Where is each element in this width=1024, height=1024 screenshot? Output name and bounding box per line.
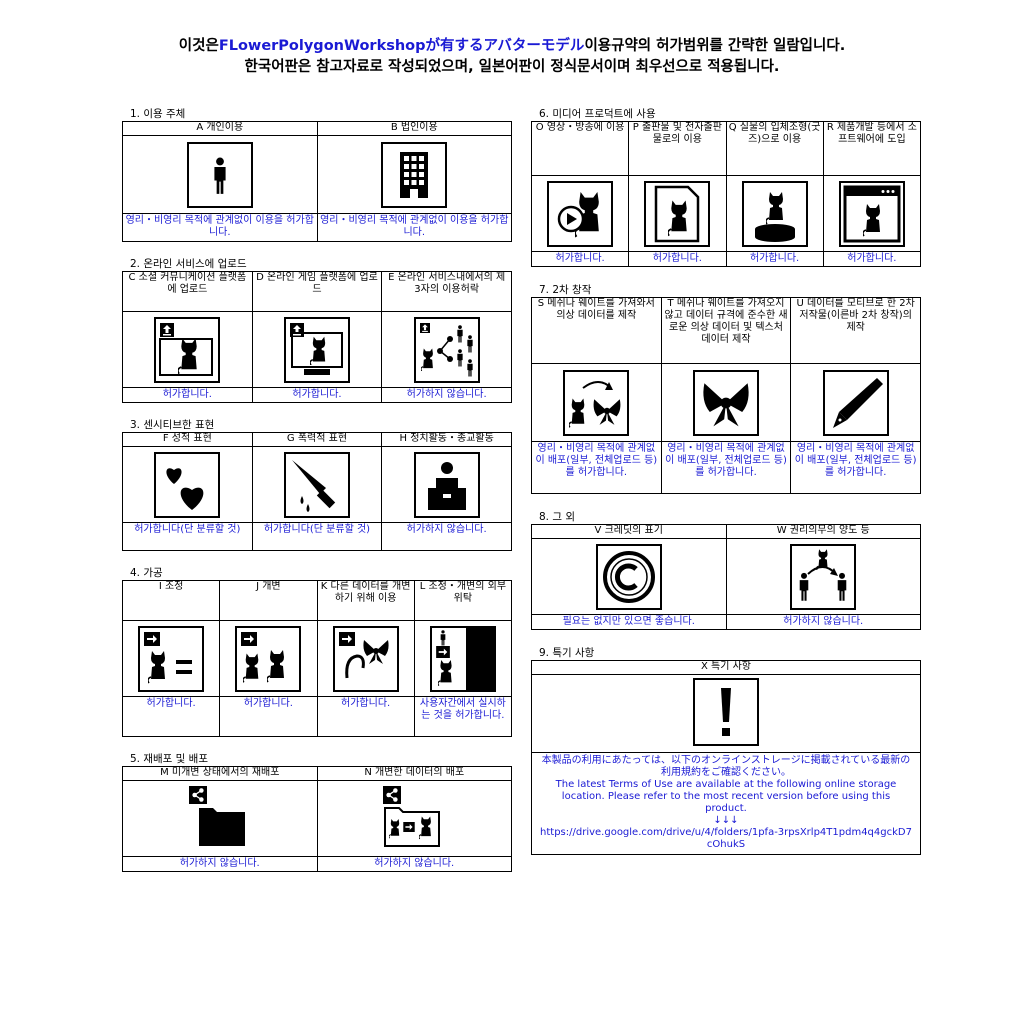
page-header: 이것은FLowerPolygonWorkshopが有するアバターモデル이용규약의… [0, 36, 1024, 78]
section-table-6: O 영상・방송에 이용 P 출판물 및 전자출판물로의 이용 Q 실물의 입체조… [530, 121, 922, 267]
item-head-q: Q 실물의 입체조형(굿즈)으로 이용 [725, 121, 824, 176]
exclamation-icon [693, 677, 759, 746]
section-title-1: 1. 이용 주체 [130, 108, 186, 120]
section-title-7: 7. 2차 창작 [539, 284, 592, 296]
item-foot-j: 허가합니다. [219, 696, 318, 737]
header-line-1: 이것은FLowerPolygonWorkshopが有するアバターモデル이용규약의… [178, 38, 846, 54]
building-icon [381, 141, 448, 208]
item-head-a: A 개인이용 [122, 121, 318, 136]
figure-icon [741, 180, 808, 247]
item-foot-t: 영리・비영리 목적에 관계없이 배포(일부, 전체업로드 등)를 허가합니다. [660, 441, 792, 494]
item-head-k: K 다른 데이터를 개변하기 위해 이용 [316, 580, 415, 621]
item-head-n: N 개변한 데이터의 배포 [316, 766, 512, 781]
section-title-5: 5. 재배포 및 배포 [130, 753, 208, 765]
section-table-3: F 성적 표현 G 폭력적 표현 H 정치활동・종교활동 [122, 432, 512, 551]
item-foot-d: 허가합니다. [251, 387, 383, 403]
item-foot-c: 허가합니다. [122, 387, 253, 403]
item-head-f: F 성적 표현 [122, 432, 253, 447]
notice-english: The latest Terms of Use are available at… [555, 779, 897, 814]
pen-icon [822, 369, 889, 436]
section-title-6: 6. 미디어 프로덕트에 사용 [539, 108, 656, 120]
item-foot-i: 허가합니다. [121, 696, 221, 737]
item-foot-m: 허가하지 않습니다. [122, 856, 318, 872]
software-icon [838, 180, 905, 247]
item-head-m: M 미개변 상태에서의 재배포 [122, 766, 318, 781]
item-foot-l: 사용자간에서 실시하는 것을 허가합니다. [413, 696, 513, 737]
section-table-4: I 조정 J 개변 K 다른 데이터를 개변하기 위해 이용 L 조정・개변의 … [121, 580, 513, 737]
item-foot-e: 허가하지 않습니다. [381, 387, 512, 403]
item-foot-b: 영리・비영리 목적에 관계없이 이용을 허가합니다. [316, 213, 512, 242]
section-table-8: V 크레딧의 표기 W 권리의무의 양도 등 [531, 524, 921, 630]
item-foot-w: 허가하지 않습니다. [725, 614, 921, 630]
item-foot-p: 허가합니다. [628, 251, 727, 267]
item-head-x: X 특기 사항 [531, 660, 921, 675]
item-head-p: P 출판물 및 전자출판물로의 이용 [628, 121, 727, 176]
item-foot-k: 허가합니다. [316, 696, 415, 737]
item-head-j: J 개변 [219, 580, 318, 621]
outsource-icon [429, 625, 496, 692]
video-icon [547, 180, 614, 247]
transfer-icon [790, 543, 857, 610]
item-head-i: I 조정 [121, 580, 221, 621]
left-column: 1. 이용 주체 A 개인이용 B 법인이용 [121, 107, 513, 872]
header-line-2: 한국어판은 참고자료로 작성되었으며, 일본어판이 정식문서이며 최우선으로 적… [244, 59, 780, 75]
item-head-s: S 메쉬나 웨이트를 가져와서 의상 데이터를 제작 [531, 297, 662, 364]
copyright-icon [595, 543, 662, 610]
notice-japanese: 本製品の利用にあたっては、以下のオンラインストレージに掲載されている最新の利用規… [541, 755, 911, 778]
costume-icon [692, 369, 759, 436]
item-foot-q: 허가합니다. [725, 251, 824, 267]
item-head-g: G 폭력적 표현 [251, 432, 383, 447]
mesh-icon [563, 369, 630, 436]
brand-name: FLowerPolygonWorkshop [218, 38, 426, 54]
reuse-icon [332, 625, 399, 692]
section-table-5: M 미개변 상태에서의 재배포 N 개변한 데이터의 배포 [122, 766, 512, 872]
item-head-u: U 데이터를 모티브로 한 2차 저작물(이른바 2차 창작)의 제작 [790, 297, 921, 364]
section-title-3: 3. 센시티브한 표현 [130, 419, 215, 431]
item-foot-a: 영리・비영리 목적에 관계없이 이용을 허가합니다. [122, 213, 318, 242]
modify-icon [235, 625, 302, 692]
adjust-icon [138, 625, 205, 692]
section-table-2: C 소셜 커뮤니케이션 플랫폼에 업로드 D 온라인 게임 플랫폼에 업로드 E… [122, 271, 512, 403]
hearts-icon [154, 451, 221, 518]
item-foot-f: 허가합니다(단 분류할 것) [122, 522, 253, 551]
item-head-o: O 영상・방송에 이용 [530, 121, 630, 176]
section-title-9: 9. 특기 사항 [539, 647, 595, 659]
terms-url-link[interactable]: https://drive.google.com/drive/u/4/folde… [540, 827, 912, 850]
upload-social-icon [154, 316, 221, 383]
item-head-h: H 정치활동・종교활동 [381, 432, 512, 447]
share-third-party-icon [413, 316, 480, 383]
item-head-v: V 크레딧의 표기 [531, 524, 727, 539]
item-head-c: C 소셜 커뮤니케이션 플랫폼에 업로드 [122, 271, 253, 312]
section-table-7: S 메쉬나 웨이트를 가져와서 의상 데이터를 제작 T 메쉬나 웨이트를 가져… [531, 297, 921, 494]
item-head-e: E 온라인 서비스내에서의 제 3자의 이용허락 [381, 271, 512, 312]
item-foot-r: 허가합니다. [822, 251, 922, 267]
publication-icon [644, 180, 711, 247]
item-head-w: W 권리의무의 양도 등 [725, 524, 921, 539]
distribute-modified-icon [381, 785, 447, 852]
upload-game-icon [283, 316, 350, 383]
item-head-r: R 제품개발 등에서 소프트웨어에 도입 [822, 121, 922, 176]
item-head-b: B 법인이용 [316, 121, 512, 136]
person-icon [186, 141, 253, 208]
section-title-4: 4. 가공 [130, 567, 163, 579]
knife-icon [283, 451, 350, 518]
item-foot-g: 허가합니다(단 분류할 것) [251, 522, 383, 551]
item-foot-u: 영리・비영리 목적에 관계없이 배포(일부, 전체업로드 등)를 허가합니다. [790, 441, 921, 494]
item-head-d: D 온라인 게임 플랫폼에 업로드 [251, 271, 383, 312]
section-title-2: 2. 온라인 서비스에 업로드 [130, 258, 247, 270]
section-table-9: X 특기 사항 本製品の利用にあたっては、以下のオンラインストレージに掲載されて… [531, 660, 921, 855]
notice-arrows: ↓↓↓ [713, 815, 739, 826]
item-foot-s: 영리・비영리 목적에 관계없이 배포(일부, 전체업로드 등)를 허가합니다. [531, 441, 662, 494]
item-head-l: L 조정・개변의 외부위탁 [413, 580, 513, 621]
right-column: 6. 미디어 프로덕트에 사용 O 영상・방송에 이용 P 출판물 및 전자출판… [530, 107, 922, 855]
podium-icon [413, 451, 480, 518]
redistribute-icon [187, 785, 253, 852]
item-foot-n: 허가하지 않습니다. [316, 856, 512, 872]
section-title-8: 8. 그 외 [539, 511, 576, 523]
item-foot-o: 허가합니다. [530, 251, 630, 267]
item-head-t: T 메쉬나 웨이트를 가져오지 않고 데이터 규격에 준수한 새로운 의상 데이… [660, 297, 792, 364]
item-foot-v: 필요는 없지만 있으면 좋습니다. [531, 614, 727, 630]
section-table-1: A 개인이용 B 법인이용 [122, 121, 512, 242]
item-foot-h: 허가하지 않습니다. [381, 522, 512, 551]
